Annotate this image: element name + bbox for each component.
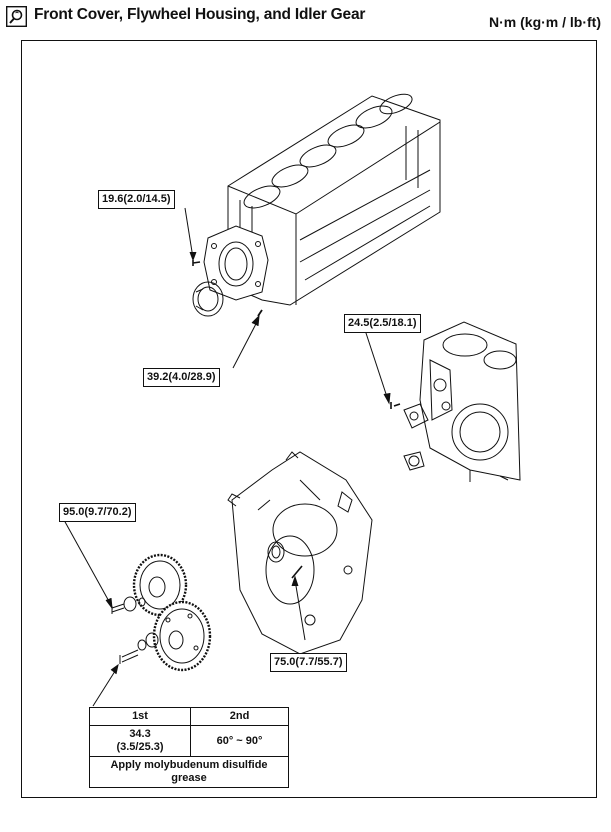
oil-seal-illustration bbox=[192, 281, 224, 317]
tightening-spec-table: 1st 2nd 34.3 (3.5/25.3) 60° ~ 90° Apply … bbox=[88, 707, 289, 788]
torque-label-housing-upper-bolt: 24.5(2.5/18.1) bbox=[344, 314, 421, 333]
spec-first-torque: 34.3 bbox=[129, 728, 151, 740]
spec-header-2nd: 2nd bbox=[190, 707, 289, 726]
rear-block-illustration bbox=[390, 321, 521, 482]
torque-label-cover-lower-bolt: 39.2(4.0/28.9) bbox=[143, 368, 220, 387]
page-title: Front Cover, Flywheel Housing, and Idler… bbox=[34, 6, 366, 23]
units-legend: N·m (kg·m / lb·ft) bbox=[489, 14, 601, 30]
leader-39-2 bbox=[232, 314, 260, 369]
spec-first-torque-conv: (3.5/25.3) bbox=[116, 741, 164, 753]
torque-label-flywheel-housing-bolt: 75.0(7.7/55.7) bbox=[270, 653, 347, 672]
magnifier-icon bbox=[6, 6, 27, 27]
spec-first-value: 34.3 (3.5/25.3) bbox=[88, 725, 192, 757]
idler-gear-illustration bbox=[132, 553, 212, 672]
spec-note: Apply molybudenum disulfide grease bbox=[89, 756, 289, 788]
leader-95-0 bbox=[63, 519, 113, 610]
flywheel-housing-illustration bbox=[227, 451, 373, 655]
idler-shaft-parts bbox=[111, 596, 159, 664]
diagram-frame bbox=[21, 40, 597, 798]
leader-table bbox=[92, 663, 119, 707]
torque-label-front-cover-bolt: 19.6(2.0/14.5) bbox=[98, 190, 175, 209]
torque-label-idler-gear-bolt: 95.0(9.7/70.2) bbox=[59, 503, 136, 522]
leader-19-6 bbox=[184, 207, 197, 262]
leader-24-5 bbox=[364, 329, 391, 405]
leader-75-0 bbox=[291, 575, 306, 641]
spec-second-value: 60° ~ 90° bbox=[190, 725, 289, 757]
spec-header-1st: 1st bbox=[88, 707, 192, 726]
front-cover-illustration bbox=[203, 225, 269, 301]
